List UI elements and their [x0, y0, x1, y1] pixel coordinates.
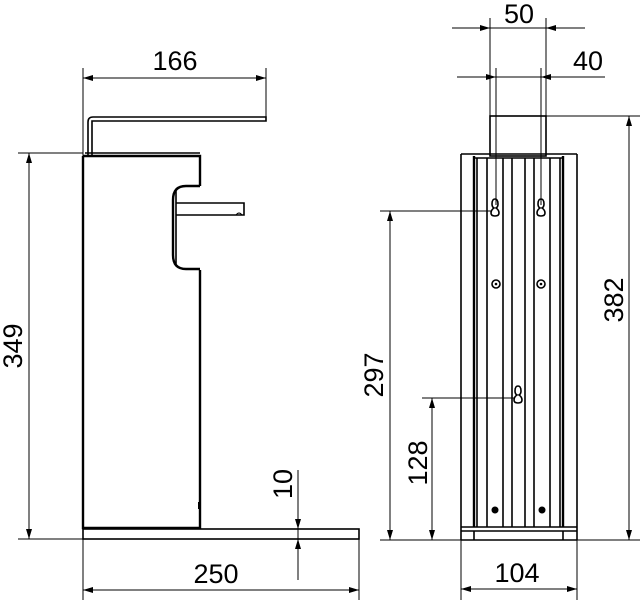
screw-hole-right	[536, 279, 546, 289]
dim-label-349: 349	[0, 323, 28, 368]
dim-label-10: 10	[268, 469, 298, 499]
keyhole-slot-upper-right	[536, 198, 546, 217]
side-view-base-plate	[82, 528, 360, 540]
rear-view-body	[460, 153, 578, 541]
dim-label-128: 128	[403, 440, 433, 485]
dim-label-50: 50	[504, 0, 534, 29]
rear-view: 50 40 382 297 128	[359, 0, 640, 600]
dim-label-40: 40	[573, 46, 603, 76]
dim-label-382: 382	[599, 277, 629, 322]
dim-lower-hole-height: 128	[403, 397, 515, 540]
dim-base-width: 250	[82, 539, 360, 600]
dim-total-height: 382	[546, 115, 640, 541]
screw-hole-left	[491, 279, 501, 289]
dim-height: 349	[0, 152, 83, 540]
dim-base-width-rear: 104	[460, 540, 578, 600]
keyhole-slot-upper-left	[490, 198, 500, 217]
dim-label-166: 166	[152, 46, 197, 76]
dim-label-104: 104	[494, 558, 539, 588]
keyhole-slot-center	[513, 385, 523, 404]
dim-top-width: 166	[82, 46, 267, 156]
rivet-right	[538, 506, 546, 514]
dim-top-outer-width: 50	[452, 0, 585, 116]
rear-view-top-block	[489, 115, 547, 157]
side-view-body	[81, 116, 267, 530]
dim-top-inner-width: 40	[457, 46, 605, 80]
side-view: 166 349 10 250	[0, 46, 360, 600]
dim-upper-hole-height: 297	[359, 210, 492, 541]
dim-label-250: 250	[193, 559, 238, 589]
dim-label-297: 297	[359, 352, 389, 397]
rivet-left	[491, 506, 499, 514]
dim-base-thickness: 10	[268, 469, 301, 580]
